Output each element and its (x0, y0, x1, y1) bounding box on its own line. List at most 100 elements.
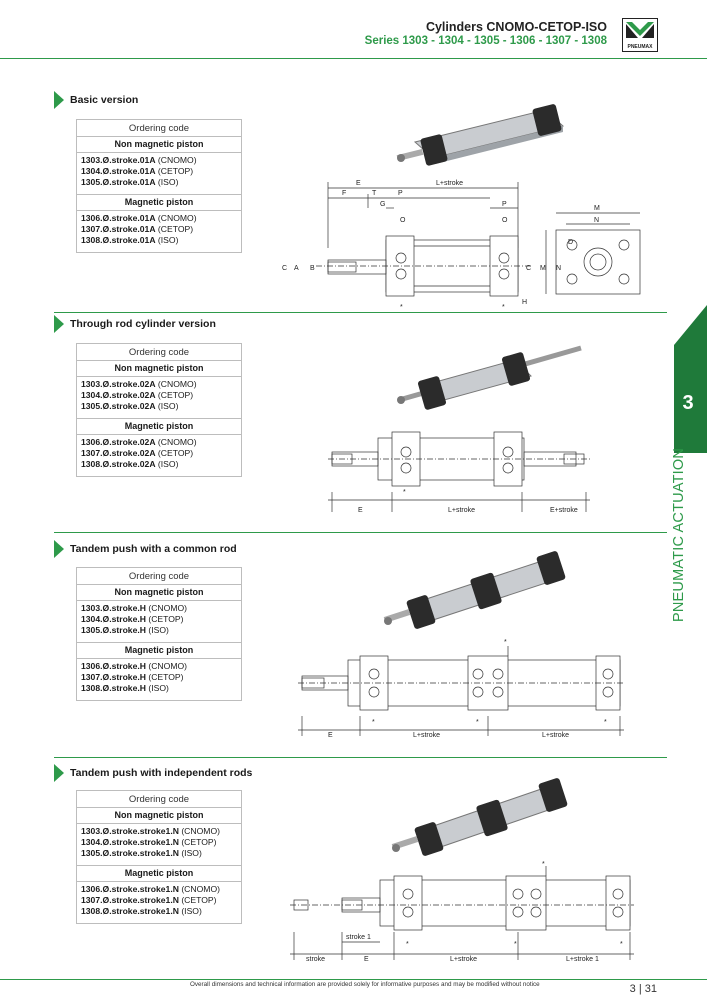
dim-label: M (540, 265, 546, 272)
order-code-line: 1307.Ø.stroke.stroke1.N (CETOP) (81, 895, 217, 905)
dim-label: L+stroke (542, 732, 569, 739)
dim-label: * (400, 304, 403, 311)
dim-label: * (514, 941, 517, 948)
order-code-line: 1306.Ø.stroke.01A (CNOMO) (81, 213, 197, 223)
order-code-line: 1308.Ø.stroke.stroke1.N (ISO) (81, 906, 202, 916)
section-title-basic: Basic version (54, 91, 138, 109)
section-arrow-icon (54, 91, 64, 109)
order-code-line: 1305.Ø.stroke.02A (ISO) (81, 401, 179, 411)
order-code-line: 1304.Ø.stroke.01A (CETOP) (81, 166, 194, 176)
dim-label: * (406, 941, 409, 948)
ordering-box-tandem-independent: Ordering code Non magnetic piston 1303.Ø… (76, 790, 242, 924)
order-code-line: 1305.Ø.stroke.stroke1.N (ISO) (81, 848, 202, 858)
dim-label: A (294, 265, 299, 272)
order-code-line: 1308.Ø.stroke.H (ISO) (81, 683, 169, 693)
dim-label: * (504, 639, 507, 646)
order-code-line: 1303.Ø.stroke.H (CNOMO) (81, 603, 188, 613)
non-magnetic-header: Non magnetic piston (77, 585, 241, 601)
cylinder-photo-through-rod (397, 345, 582, 410)
dimension-drawing-basic: E L+stroke F T P G P O O M N C A B C M N… (282, 180, 641, 311)
dim-label: E (364, 956, 369, 963)
non-magnetic-header: Non magnetic piston (77, 137, 241, 153)
ordering-header: Ordering code (77, 568, 241, 585)
dim-label: * (372, 719, 375, 726)
dim-label: L+stroke 1 (566, 956, 599, 963)
dim-label: O (400, 217, 406, 224)
footer-divider (0, 979, 707, 980)
section-title-tandem-independent: Tandem push with independent rods (54, 764, 252, 782)
page-number: 3 | 31 (629, 983, 657, 995)
dim-label: stroke 1 (346, 934, 371, 941)
dim-label: C (282, 265, 287, 272)
dim-label: D (568, 239, 573, 246)
non-magnetic-header: Non magnetic piston (77, 808, 241, 824)
order-code-line: 1306.Ø.stroke.stroke1.N (CNOMO) (81, 884, 220, 894)
ordering-header: Ordering code (77, 120, 241, 137)
ordering-box-through-rod: Ordering code Non magnetic piston 1303.Ø… (76, 343, 242, 477)
magnetic-header: Magnetic piston (77, 642, 241, 659)
dim-label: P (502, 201, 507, 208)
dim-label: M (594, 205, 600, 212)
series-subtitle: Series 1303 - 1304 - 1305 - 1306 - 1307 … (364, 35, 607, 47)
dim-label: * (502, 304, 505, 311)
side-tab-corner (674, 305, 707, 345)
header-divider (0, 58, 707, 59)
section-arrow-icon (54, 764, 64, 782)
dim-label: L+stroke (413, 732, 440, 739)
dim-label: N (594, 217, 599, 224)
dim-label: C (526, 265, 531, 272)
order-code-line: 1304.Ø.stroke.02A (CETOP) (81, 390, 194, 400)
ordering-header: Ordering code (77, 791, 241, 808)
section-arrow-icon (54, 315, 64, 333)
dim-label: E (328, 732, 333, 739)
cylinder-photo-basic (396, 104, 565, 166)
ordering-box-basic: Ordering code Non magnetic piston 1303.Ø… (76, 119, 242, 253)
dim-label: L+stroke (448, 507, 475, 514)
chapter-tab (674, 345, 707, 453)
dim-label: G (380, 201, 385, 208)
dim-label: * (542, 861, 545, 868)
footer-disclaimer: Overall dimensions and technical informa… (190, 981, 540, 988)
order-code-line: 1305.Ø.stroke.H (ISO) (81, 625, 169, 635)
order-code-line: 1307.Ø.stroke.H (CETOP) (81, 672, 184, 682)
dim-label: F (342, 190, 346, 197)
dim-label: B (310, 265, 315, 272)
section-title-tandem-common: Tandem push with a common rod (54, 540, 237, 558)
dim-label: stroke (306, 956, 325, 963)
order-code-line: 1304.Ø.stroke.H (CETOP) (81, 614, 184, 624)
pneumax-logo-icon: PNEUMAX (622, 18, 658, 52)
order-code-line: 1306.Ø.stroke.02A (CNOMO) (81, 437, 197, 447)
dimension-drawing-tandem-common: E L+stroke L+stroke * * * * (298, 639, 624, 739)
dimension-drawing-tandem-independent: stroke 1 stroke E L+stroke L+stroke 1 * … (290, 861, 634, 963)
ordering-box-tandem-common: Ordering code Non magnetic piston 1303.Ø… (76, 567, 242, 701)
magnetic-header: Magnetic piston (77, 194, 241, 211)
section-title-through-rod: Through rod cylinder version (54, 315, 216, 333)
order-code-line: 1303.Ø.stroke.01A (CNOMO) (81, 155, 197, 165)
cylinder-photo-tandem-independent (391, 778, 568, 856)
dim-label: N (556, 265, 561, 272)
order-code-line: 1308.Ø.stroke.01A (ISO) (81, 235, 179, 245)
order-code-line: 1306.Ø.stroke.H (CNOMO) (81, 661, 188, 671)
dim-label: L+stroke (436, 180, 463, 187)
catalog-title: Cylinders CNOMO-CETOP-ISO (425, 20, 607, 34)
dim-label: E (358, 507, 363, 514)
dim-label: P (398, 190, 403, 197)
dim-label: * (476, 719, 479, 726)
order-code-line: 1307.Ø.stroke.01A (CETOP) (81, 224, 194, 234)
dim-label: E+stroke (550, 507, 578, 514)
magnetic-header: Magnetic piston (77, 865, 241, 882)
dim-label: * (604, 719, 607, 726)
section-divider (54, 757, 667, 758)
dim-label: * (403, 489, 406, 496)
section-arrow-icon (54, 540, 64, 558)
dim-label: * (620, 941, 623, 948)
section-divider (54, 312, 667, 313)
ordering-header: Ordering code (77, 344, 241, 361)
magnetic-header: Magnetic piston (77, 418, 241, 435)
chapter-label: PNEUMATIC ACTUATION (671, 447, 687, 622)
order-code-line: 1304.Ø.stroke.stroke1.N (CETOP) (81, 837, 217, 847)
cylinder-photo-tandem-common (383, 551, 566, 629)
dim-label: O (502, 217, 508, 224)
dim-label: H (522, 299, 527, 306)
dimension-drawing-through-rod: E L+stroke E+stroke * (328, 431, 590, 514)
